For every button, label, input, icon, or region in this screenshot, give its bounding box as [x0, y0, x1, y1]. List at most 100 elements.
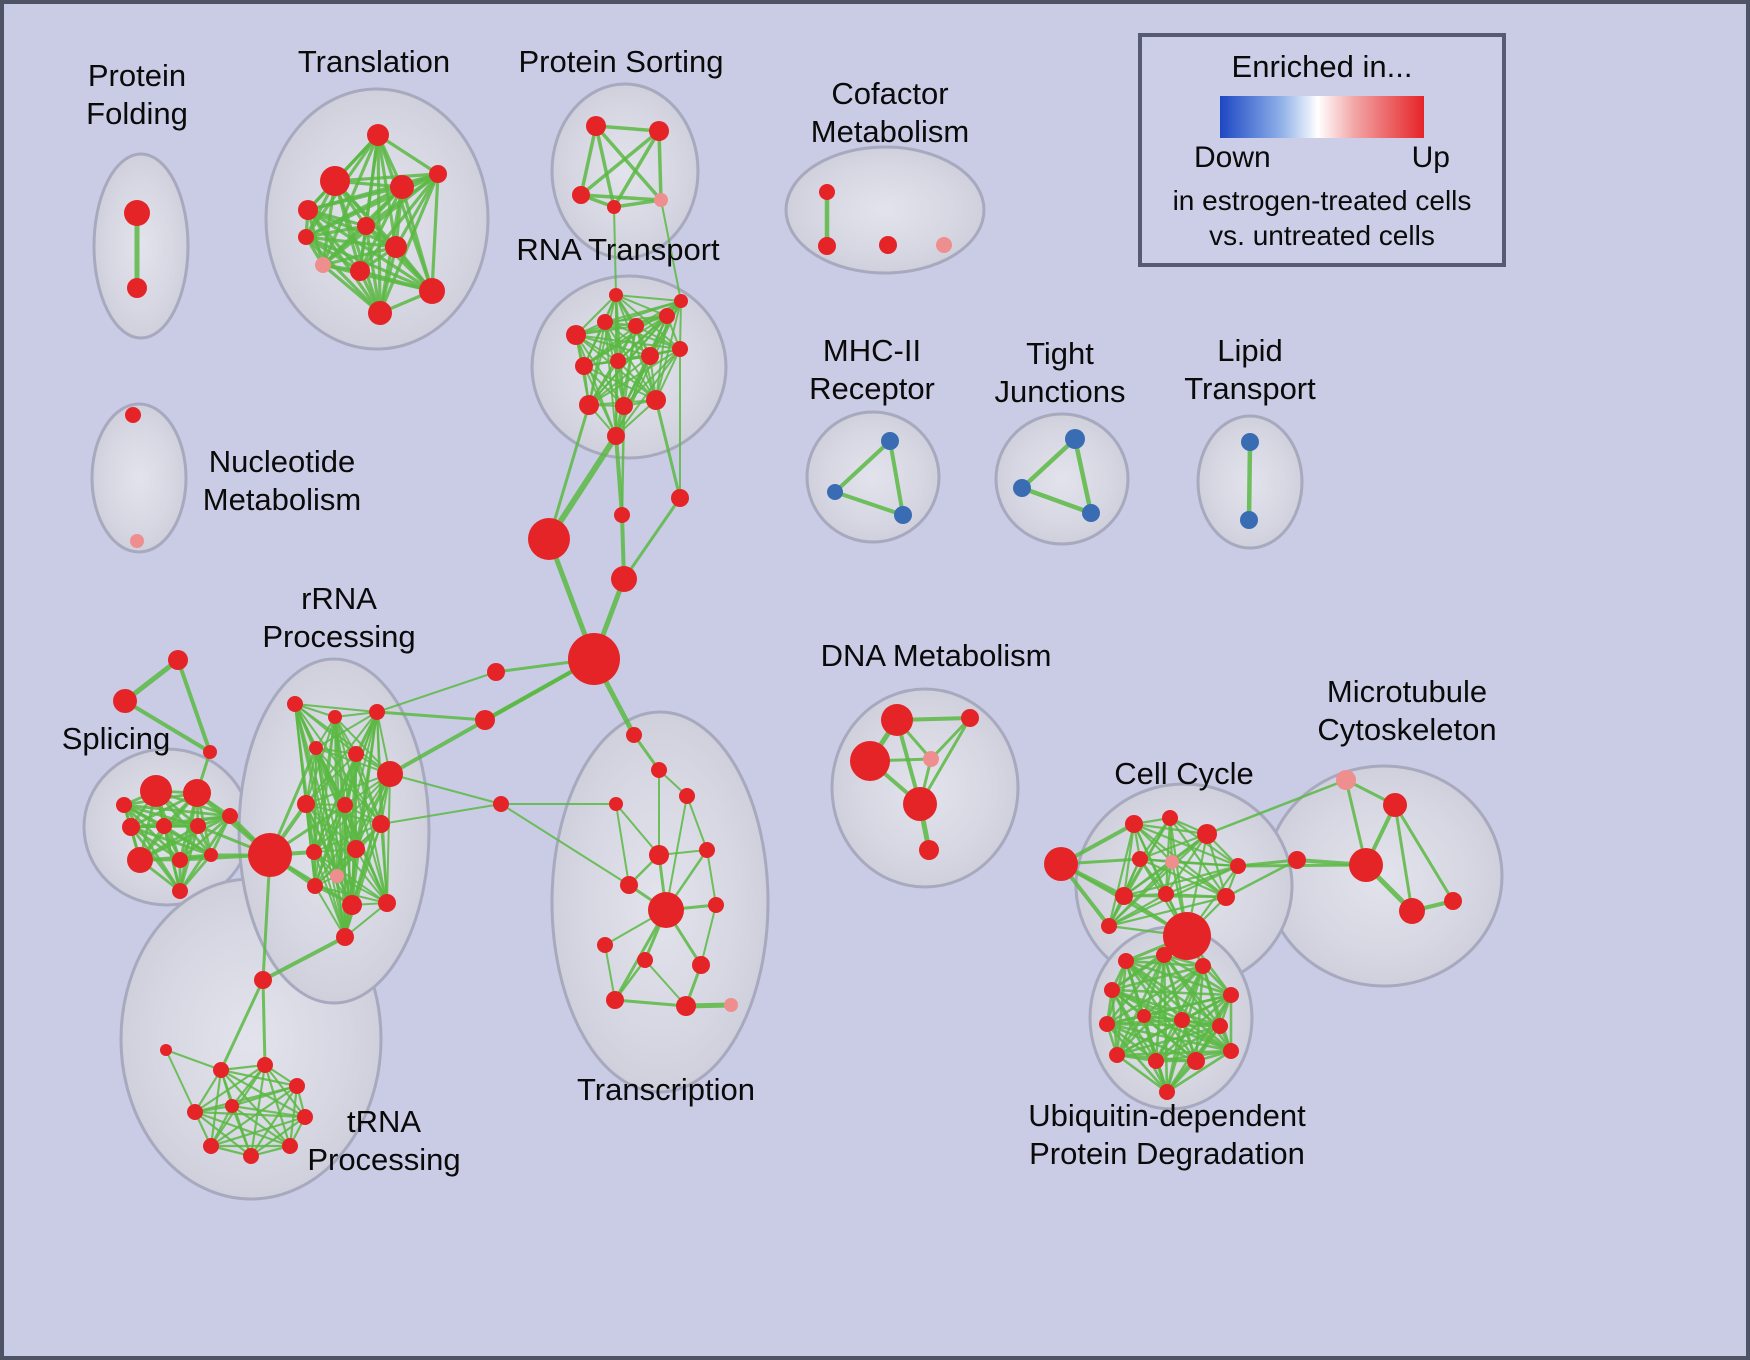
edge-rt6-rt13: [583, 365, 617, 437]
edge-ps2-ps5: [657, 129, 663, 202]
edge-cc2-cc7: [1132, 822, 1240, 868]
edge-tx10-tx13: [604, 944, 616, 1001]
edge-tn4-tn7: [263, 1063, 292, 1148]
edge-rr8-rr15: [344, 804, 388, 904]
edge-cc2-cc12: [1107, 822, 1136, 928]
edge-rr9-rr15: [380, 823, 388, 904]
node-tn5: [289, 1078, 305, 1094]
edge-ub10-ub13: [1115, 1049, 1233, 1057]
edge-cc6-cc12: [1107, 860, 1174, 928]
edge-tr4-tr10: [400, 185, 434, 293]
node-hub: [568, 633, 620, 685]
edge-rr9-rr16: [344, 823, 382, 938]
node-rt10: [579, 395, 599, 415]
node-mh1: [881, 432, 899, 450]
edge-ub2-ub4: [1110, 953, 1166, 992]
node-tn9: [203, 1138, 219, 1154]
node-ps2: [649, 121, 669, 141]
node-rt11: [615, 397, 633, 415]
edge-ps2-ps3: [579, 129, 661, 197]
node-cc4: [1197, 824, 1217, 844]
edge-cc9-cc10: [1164, 892, 1228, 899]
legend-context-line1: in estrogen-treated cells: [1172, 185, 1472, 216]
node-tx14: [676, 996, 696, 1016]
node-cn5: [487, 663, 505, 681]
edge-rr13-rr16: [314, 885, 346, 938]
node-sp7: [222, 808, 238, 824]
edge-cc4-mt1: [1205, 778, 1348, 836]
node-mh3: [894, 506, 912, 524]
node-cc2: [1125, 815, 1143, 833]
edge-rt1-rt11: [615, 294, 625, 407]
edge-rr15-rr16: [344, 902, 388, 938]
edge-ub8-ub14: [1165, 1018, 1184, 1094]
node-rt9: [672, 341, 688, 357]
edge-tn6-tn9: [209, 1115, 307, 1148]
edge-tn2-tn3: [165, 1049, 222, 1071]
node-tx7: [620, 876, 638, 894]
edge-mh1-mh3: [888, 439, 905, 517]
edge-tr8-tr12: [304, 235, 398, 249]
edge-cc10-cc12: [1107, 895, 1228, 928]
edge-tn4-tn11: [230, 1063, 267, 1108]
label-translation: Translation: [298, 44, 450, 79]
edge-rt9-rt13: [615, 348, 681, 437]
node-ps3: [572, 186, 590, 204]
node-pf2: [127, 278, 147, 298]
node-tr9: [350, 261, 370, 281]
node-sp10: [204, 848, 218, 862]
legend-box: Enriched in... Down Up in estrogen-treat…: [1138, 33, 1506, 267]
node-rt8: [641, 347, 659, 365]
label-protein-sorting: Protein Sorting: [518, 44, 723, 79]
edge-tn3-tn5: [219, 1068, 299, 1088]
edge-rr6-rr7: [305, 773, 391, 805]
node-tr12: [298, 229, 314, 245]
edge-cc7-cc8: [1122, 864, 1240, 898]
edge-tr11-tr12: [304, 235, 382, 315]
edge-ub9-ub10: [1115, 1024, 1222, 1057]
node-tr1: [367, 124, 389, 146]
edge-tx3-tx7: [615, 803, 630, 886]
edge-rt8-rt10: [588, 355, 651, 406]
node-pf1: [124, 200, 150, 226]
node-lt2: [1240, 511, 1258, 529]
node-rt14: [674, 294, 688, 308]
node-ub12: [1187, 1052, 1205, 1070]
edge-tn3-tn10: [193, 1068, 223, 1114]
node-sp2: [183, 779, 211, 807]
edge-mh1-mh2: [833, 439, 892, 494]
node-mh2: [827, 484, 843, 500]
edge-rr1-rr6: [294, 703, 391, 775]
edge-tx11-tx14: [644, 959, 687, 1007]
edge-rt3-rt9: [604, 321, 681, 350]
edge-rt2-rt5: [575, 315, 668, 336]
edge-tr4-tr9: [358, 185, 404, 273]
label-cell-cycle: Cell Cycle: [1114, 756, 1254, 791]
edge-tr2-tr5: [333, 172, 440, 183]
node-ub11: [1148, 1053, 1164, 1069]
edge-tn4-tn10: [193, 1063, 267, 1114]
edge-ps4-rt1: [613, 206, 617, 296]
edge-rt3-rt14: [604, 300, 682, 323]
node-rr14: [342, 895, 362, 915]
label-transcription: Transcription: [577, 1072, 755, 1107]
node-rr13: [307, 878, 323, 894]
edge-cn7-rr6: [389, 773, 502, 805]
edge-tj1-tj3: [1072, 436, 1094, 516]
node-tn1: [254, 971, 272, 989]
node-tg2: [113, 689, 137, 713]
node-sp6: [190, 818, 206, 834]
edge-cc6-cc10: [1170, 860, 1228, 899]
node-sp5: [156, 818, 172, 834]
node-tx5: [649, 845, 669, 865]
node-tx6: [699, 842, 715, 858]
node-tx12: [692, 956, 710, 974]
node-tj2: [1013, 479, 1031, 497]
edge-tn3-tn6: [219, 1068, 307, 1119]
edge-cc2-cc8: [1122, 822, 1136, 898]
